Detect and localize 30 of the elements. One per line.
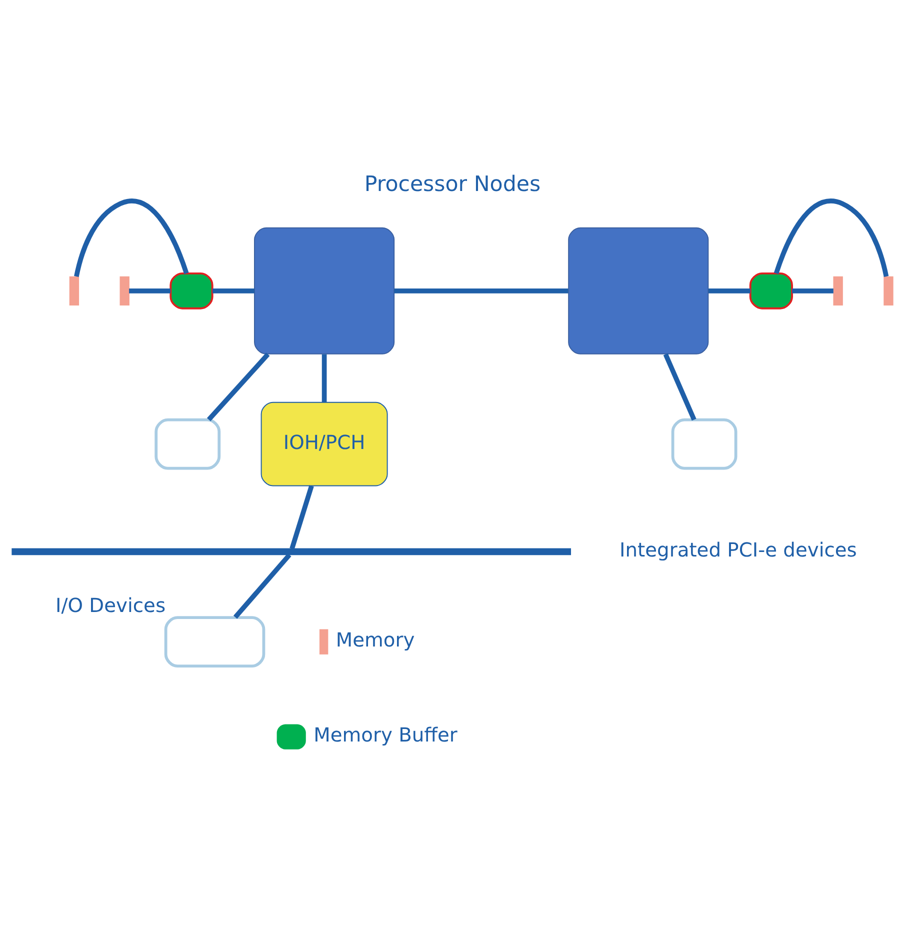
node-box: IOH/PCH <box>260 401 388 486</box>
node-bar <box>884 276 894 305</box>
connector <box>233 552 292 618</box>
node-box <box>568 226 709 354</box>
node-bar <box>833 276 843 305</box>
connector <box>394 288 568 293</box>
node-label: I/O Devices <box>56 593 166 616</box>
node-bar <box>120 276 130 305</box>
connector <box>206 352 270 421</box>
connector <box>322 354 327 402</box>
node-box <box>164 616 266 668</box>
node-bar <box>12 548 571 555</box>
legend-label: Memory Buffer <box>314 723 458 746</box>
node-box <box>254 226 395 354</box>
node-box <box>749 272 793 309</box>
node-box <box>170 272 214 309</box>
connector <box>212 288 254 293</box>
node-box <box>154 418 221 470</box>
connector <box>774 198 889 277</box>
label: Integrated PCI-e devices <box>620 538 857 562</box>
connector <box>792 288 834 293</box>
legend-label: Memory <box>336 628 415 652</box>
connector <box>129 288 171 293</box>
diagram-title: Processor Nodes <box>364 171 541 196</box>
node-box <box>671 418 738 470</box>
connector <box>663 352 696 420</box>
connector <box>74 198 189 276</box>
node-bar <box>69 276 80 305</box>
connector <box>708 288 750 293</box>
connector <box>290 484 314 549</box>
